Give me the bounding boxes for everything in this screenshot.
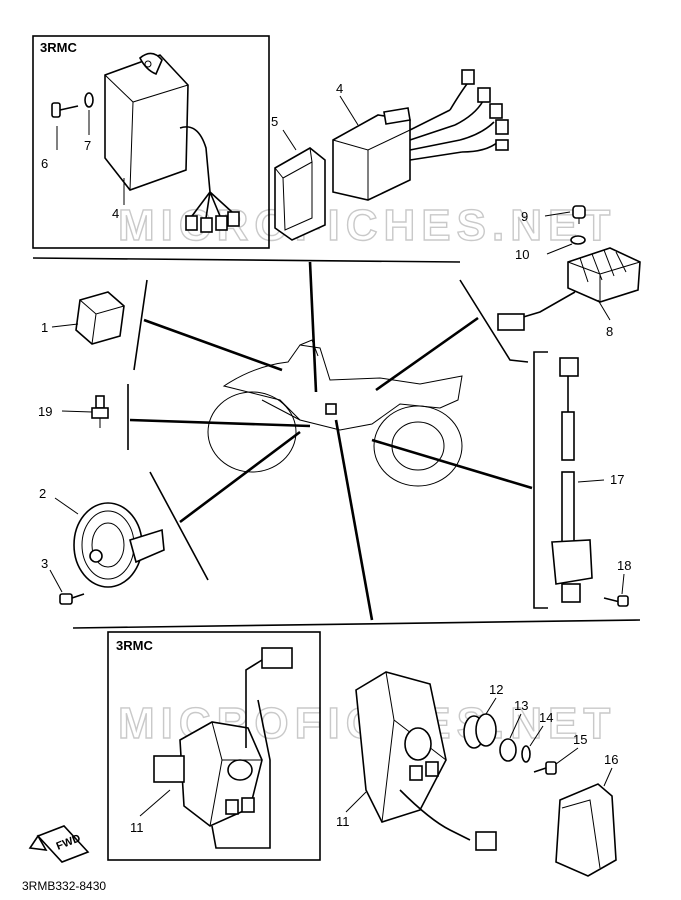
- cdi-unit-part-4: [332, 69, 509, 201]
- callout-12: 12: [489, 682, 503, 697]
- callout-15: 15: [573, 732, 587, 747]
- cover-part-16: [555, 783, 617, 877]
- leader-relay: [143, 318, 283, 372]
- leader-horn: [179, 430, 301, 524]
- callout-14: 14: [539, 710, 553, 725]
- callout-5: 5: [271, 114, 278, 129]
- drawing-code: 3RMB332-8430: [22, 879, 106, 893]
- left-bracket-top: [127, 279, 148, 450]
- horn-part-2: [73, 502, 165, 588]
- callout-1: 1: [41, 320, 48, 335]
- callout-13: 13: [514, 698, 528, 713]
- bottom-variant-box: [107, 631, 321, 861]
- starter-relay-variant-part-11: [153, 647, 293, 849]
- leader-neutral-switch: [371, 438, 533, 490]
- relay-part-1: [75, 291, 125, 345]
- callout-8: 8: [606, 324, 613, 339]
- leader-rectifier: [375, 316, 479, 392]
- screw-part-6: [51, 102, 79, 118]
- washer-part-14: [521, 745, 531, 763]
- callout-16: 16: [604, 752, 618, 767]
- bolt-part-3: [59, 593, 85, 605]
- washer-part-10: [570, 235, 586, 245]
- top-divider: [32, 257, 461, 263]
- callout-17: 17: [610, 472, 624, 487]
- damper-part-12: [463, 713, 497, 749]
- leader-starter-relay: [334, 419, 374, 621]
- callout-7: 7: [84, 138, 91, 153]
- bottom-divider: [72, 619, 641, 629]
- bottom-box-label: 3RMC: [116, 638, 153, 653]
- bolt-part-15: [533, 761, 557, 775]
- rectifier-bracket-line: [459, 279, 529, 363]
- fwd-arrow-icon: [28, 825, 90, 863]
- rectifier-regulator-part-8: [497, 247, 641, 331]
- starter-relay-part-11: [355, 671, 497, 851]
- callout-19: 19: [38, 404, 52, 419]
- callout-18: 18: [617, 558, 631, 573]
- washer-part-7: [84, 92, 94, 108]
- callout-11-variant: 11: [130, 820, 144, 835]
- rubber-cover-part-5: [274, 147, 326, 241]
- motorcycle-outline: [207, 339, 463, 487]
- callout-10: 10: [515, 247, 529, 262]
- leader-sensor: [129, 418, 311, 428]
- switch-lead-part-17: [551, 357, 593, 603]
- screw-part-18: [603, 595, 629, 607]
- leader-cdi: [308, 261, 318, 393]
- cdi-unit-variant-part-4: [104, 52, 240, 233]
- top-box-label: 3RMC: [40, 40, 77, 55]
- bolt-part-9: [572, 205, 586, 224]
- callout-2: 2: [39, 486, 46, 501]
- top-variant-box: [32, 35, 270, 249]
- callout-9: 9: [521, 209, 528, 224]
- callout-6: 6: [41, 156, 48, 171]
- collar-part-13: [499, 738, 517, 762]
- left-bracket-bottom: [149, 471, 209, 581]
- sensor-part-19: [91, 395, 109, 428]
- callout-4: 4: [336, 81, 343, 96]
- callout-3: 3: [41, 556, 48, 571]
- right-bracket: [533, 351, 548, 609]
- callout-11: 11: [336, 814, 350, 829]
- callout-4-variant: 4: [112, 206, 119, 221]
- watermark-top: MICROFICHES.NET: [118, 201, 616, 250]
